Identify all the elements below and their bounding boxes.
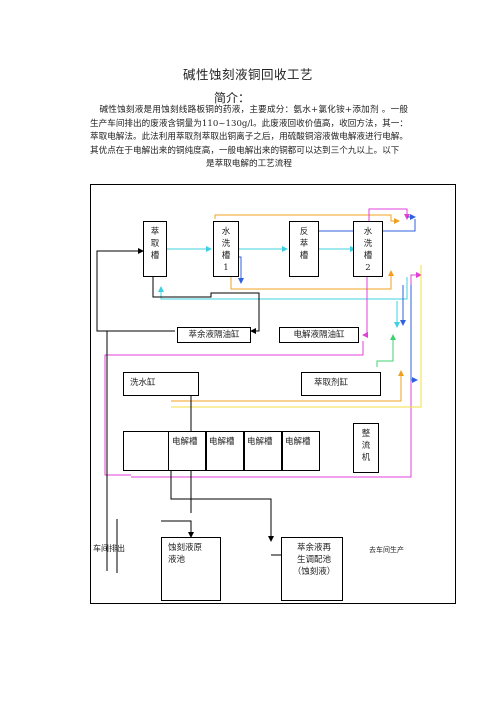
electrolyte-oil-tank: 电解液隔油缸 <box>279 327 359 343</box>
raffinate-oil-tank: 萃余液隔油缸 <box>177 327 251 343</box>
raw-etchant-pool: 蚀刻液原 液池 <box>161 537 221 601</box>
regeneration-pool: 萃余液再 生调配池 （蚀刻液） <box>281 537 343 601</box>
wash-tank-1: 水 洗 槽 1 <box>213 221 239 277</box>
extraction-tank-label: 萃 取 槽 <box>150 227 160 261</box>
rectifier: 整 流 机 <box>353 423 379 473</box>
intro-last-line: 是萃取电解的工艺流程 <box>206 159 292 170</box>
extraction-tank: 萃 取 槽 <box>143 221 167 277</box>
back-extraction-tank-label: 反 萃 槽 <box>299 227 309 261</box>
back-extraction-tank: 反 萃 槽 <box>289 221 319 277</box>
wash-tank-2-label: 水 洗 槽 2 <box>363 227 373 273</box>
workshop-discharge-label: 车间排出 <box>93 544 125 553</box>
wash-tank-2: 水 洗 槽 2 <box>353 221 383 277</box>
electrolysis-cell: 电解槽 <box>168 431 206 471</box>
process-flow-diagram: 萃 取 槽 水 洗 槽 1 反 萃 槽 水 洗 槽 2 萃余液隔油缸 电解液隔油… <box>90 184 456 604</box>
intro-paragraph: 碱性蚀刻液是用蚀刻线路板铜的药液，主要成分：氨水+氯化铵+添加剂 。一般生产车间… <box>90 104 408 172</box>
to-workshop-label: 去车间生产 <box>369 546 404 554</box>
wash-water-tank: 洗水缸 <box>123 372 199 396</box>
document-title: 碱性蚀刻液铜回收工艺 <box>182 67 313 82</box>
intro-heading: 简介： <box>214 91 251 105</box>
intro-body: 碱性蚀刻液是用蚀刻线路板铜的药液，主要成分：氨水+氯化铵+添加剂 。一般生产车间… <box>90 105 408 156</box>
flow-lines <box>96 208 422 573</box>
electrolysis-cell: 电解槽 <box>282 431 320 471</box>
electrolysis-cell: 电解槽 <box>206 431 244 471</box>
electrolysis-cell: 电解槽 <box>244 431 282 471</box>
rectifier-label: 整 流 机 <box>361 429 371 463</box>
wash-tank-1-label: 水 洗 槽 1 <box>221 227 231 273</box>
electrolysis-cell-group: 电解槽 电解槽 电解槽 电解槽 <box>123 431 320 471</box>
extractant-tank: 萃取剂缸 <box>301 372 381 396</box>
